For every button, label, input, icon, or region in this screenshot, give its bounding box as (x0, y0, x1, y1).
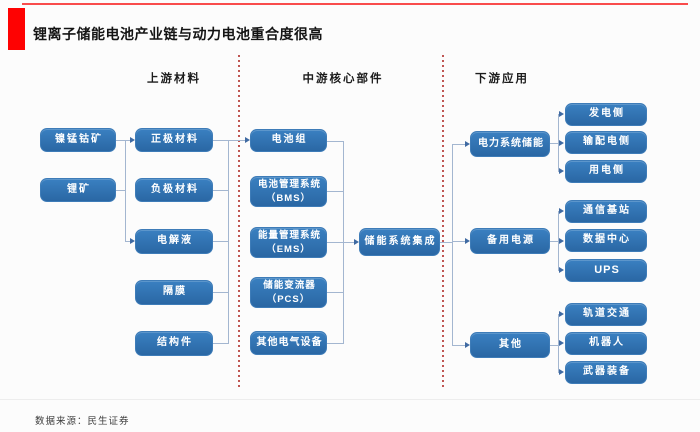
top-border-line (22, 3, 688, 5)
arrow-right-icon (559, 369, 564, 375)
connector-line (452, 241, 466, 242)
node-ni-mn-co-ore: 镍锰钴矿 (40, 128, 116, 152)
title-accent-block (8, 8, 25, 50)
arrow-right-icon (559, 111, 564, 117)
arrow-right-icon (559, 311, 564, 317)
connector-line (228, 140, 246, 141)
separator-dashed-line-left (238, 55, 240, 390)
connector-line (452, 144, 466, 145)
arrow-right-icon (130, 238, 135, 244)
node-telecom-base-station: 通信基站 (565, 200, 647, 223)
connector-line (213, 241, 228, 242)
separator-dashed-line-right (442, 55, 444, 390)
connector-line (327, 242, 343, 243)
arrow-right-icon (559, 208, 564, 214)
connector-line (550, 241, 558, 242)
node-electrolyte: 电解液 (135, 229, 213, 254)
node-transmission-distribution-side: 输配电侧 (565, 131, 647, 154)
arrow-right-icon (465, 342, 470, 348)
arrow-right-icon (354, 239, 359, 245)
connector-line (228, 140, 229, 344)
connector-line (550, 345, 558, 346)
node-power-system-storage: 电力系统储能 (470, 131, 550, 157)
column-header-downstream: 下游应用 (475, 73, 529, 85)
node-separator: 隔膜 (135, 280, 213, 305)
connector-line (125, 241, 131, 242)
connector-line (125, 140, 126, 242)
arrow-right-icon (559, 340, 564, 346)
arrow-right-icon (465, 141, 470, 147)
node-robot: 机器人 (565, 332, 647, 355)
node-others: 其他 (470, 332, 550, 358)
arrow-right-icon (559, 140, 564, 146)
node-backup-power: 备用电源 (470, 228, 550, 254)
column-header-upstream: 上游材料 (147, 73, 201, 85)
node-generation-side: 发电侧 (565, 103, 647, 126)
footer-divider (0, 399, 700, 400)
arrow-right-icon (130, 137, 135, 143)
node-pcs: 储能变流器 （PCS） (250, 277, 327, 308)
connector-line (213, 292, 228, 293)
arrow-right-icon (465, 238, 470, 244)
node-cathode-material: 正极材料 (135, 128, 213, 152)
connector-line (558, 211, 559, 271)
node-bms: 电池管理系统 （BMS） (250, 176, 327, 207)
node-ems: 能量管理系统 （EMS） (250, 227, 327, 258)
node-energy-storage-system-integration: 储能系统集成 (359, 228, 440, 256)
arrow-right-icon (245, 137, 250, 143)
node-other-electrical-equipment: 其他电气设备 (250, 331, 327, 355)
node-lithium-ore: 锂矿 (40, 178, 116, 202)
node-data-center: 数据中心 (565, 229, 647, 252)
connector-line (213, 343, 228, 344)
connector-line (327, 343, 343, 344)
connector-line (558, 114, 559, 172)
connector-line (343, 242, 355, 243)
column-header-midstream: 中游核心部件 (302, 73, 384, 85)
connector-line (116, 140, 130, 141)
connector-line (213, 190, 228, 191)
node-ups: UPS (565, 259, 647, 282)
connector-line (327, 141, 343, 142)
node-rail-transit: 轨道交通 (565, 303, 647, 326)
connector-line (550, 143, 558, 144)
connector-line (213, 140, 228, 141)
connector-line (327, 292, 343, 293)
node-structural-parts: 结构件 (135, 331, 213, 356)
connector-line (452, 345, 466, 346)
node-weapon-equipment: 武器装备 (565, 361, 647, 384)
node-battery-pack: 电池组 (250, 129, 327, 152)
arrow-right-icon (559, 238, 564, 244)
node-anode-material: 负极材料 (135, 178, 213, 202)
connector-line (452, 144, 453, 346)
page-title: 锂离子储能电池产业链与动力电池重合度很高 (33, 26, 323, 42)
connector-line (440, 242, 452, 243)
arrow-right-icon (559, 168, 564, 174)
connector-line (558, 314, 559, 373)
connector-line (327, 191, 343, 192)
data-source-note: 数据来源：民生证券 (35, 416, 130, 427)
arrow-right-icon (559, 267, 564, 273)
node-consumption-side: 用电侧 (565, 160, 647, 183)
connector-line (116, 190, 125, 191)
